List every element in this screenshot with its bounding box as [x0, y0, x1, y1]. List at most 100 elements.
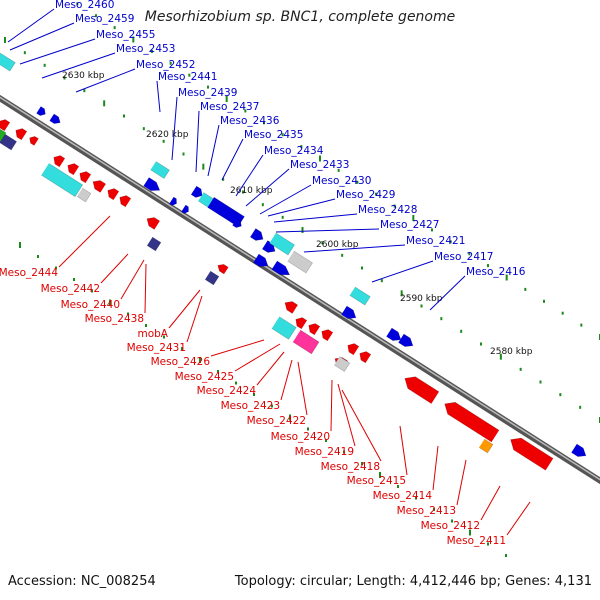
- ruler-label: 2590 kbp: [400, 294, 443, 304]
- tick-mark: [375, 192, 377, 196]
- gene-feature-outline: [146, 236, 162, 252]
- forward-gene-label: Meso_2417: [434, 251, 493, 263]
- gene-feature-outline: [292, 329, 320, 355]
- gene-feature-outline: [107, 188, 120, 201]
- tick-mark: [505, 554, 507, 557]
- reverse-gene-label: Meso_2414: [373, 490, 433, 502]
- gene-feature: [146, 236, 162, 252]
- reverse-label-leader: [337, 383, 356, 447]
- gene-feature-outline: [250, 228, 264, 241]
- forward-label-leader: [207, 124, 220, 177]
- reverse-label-leader: [234, 343, 281, 372]
- gene-feature-outline: [146, 217, 160, 230]
- gene-feature: [404, 376, 440, 404]
- forward-gene-label: Meso_2428: [358, 204, 417, 216]
- gene-feature-shape: [444, 402, 500, 443]
- reverse-label-leader: [256, 351, 285, 386]
- gene-feature-outline: [334, 356, 351, 372]
- ruler-label: 2580 kbp: [490, 347, 533, 357]
- gene-feature-shape: [0, 128, 7, 142]
- tick-mark: [433, 508, 435, 511]
- gene-feature-shape: [207, 197, 245, 227]
- gene-feature-outline: [444, 401, 500, 443]
- gene-feature-shape: [15, 128, 27, 140]
- reverse-gene-label: Meso_2438: [85, 313, 144, 325]
- tick-mark: [460, 329, 463, 333]
- gene-feature-shape: [49, 113, 61, 124]
- tick-mark: [235, 381, 237, 385]
- gene-feature-shape: [308, 323, 320, 335]
- gene-feature: [207, 197, 245, 228]
- forward-label-leader: [371, 260, 434, 283]
- gene-feature-shape: [169, 197, 177, 206]
- forward-label-leader: [7, 8, 55, 43]
- tick-mark: [325, 439, 327, 442]
- gene-feature: [169, 196, 177, 206]
- reverse-gene-label: Meso_2444: [0, 267, 58, 279]
- gene-feature-shape: [398, 334, 413, 347]
- reverse-gene-label: Meso_2423: [221, 400, 280, 412]
- gene-feature-outline: [53, 155, 66, 168]
- gene-feature-shape: [77, 188, 91, 202]
- forward-gene-label: Meso_2437: [200, 101, 259, 113]
- reverse-gene-label: Meso_2440: [61, 299, 120, 311]
- reverse-gene-label: Meso_2411: [447, 535, 506, 547]
- gene-feature-outline: [271, 260, 291, 276]
- gene-feature-shape: [53, 155, 65, 167]
- gene-feature-shape: [29, 136, 39, 146]
- tick-mark: [289, 414, 291, 421]
- tick-mark: [505, 274, 508, 281]
- gene-feature: [359, 351, 372, 364]
- gene-feature-outline: [341, 305, 357, 319]
- backbone-highlight: [0, 96, 600, 481]
- forward-gene-label: Meso_2455: [96, 29, 155, 41]
- tick-mark: [4, 37, 6, 43]
- tick-mark: [169, 61, 172, 65]
- forward-label-leader: [156, 80, 161, 113]
- gene-feature-outline: [0, 119, 11, 132]
- gene-feature-outline: [119, 195, 132, 208]
- gene-feature: [478, 438, 494, 454]
- tick-mark: [95, 14, 97, 18]
- gene-feature-outline: [349, 286, 371, 306]
- gene-feature-outline: [79, 171, 92, 184]
- forward-gene-label: Meso_2460: [55, 0, 114, 11]
- gene-feature: [53, 155, 66, 168]
- forward-label-leader: [171, 96, 178, 161]
- gene-feature-shape: [0, 134, 17, 150]
- tick-mark: [281, 133, 284, 137]
- ruler-label: 2630 kbp: [62, 71, 105, 81]
- tick-mark: [380, 279, 383, 283]
- tick-mark: [188, 73, 191, 77]
- forward-gene-label: Meso_2433: [290, 159, 349, 171]
- forward-label-leader: [245, 168, 290, 207]
- gene-feature-shape: [217, 264, 229, 275]
- reverse-gene-label: mobA: [137, 328, 168, 340]
- gene-feature-shape: [147, 237, 161, 251]
- gene-feature-shape: [386, 328, 401, 341]
- gene-feature: [41, 163, 84, 198]
- tick-mark: [321, 241, 324, 245]
- reverse-label-leader: [280, 359, 293, 401]
- reverse-gene-label: Meso_2415: [347, 475, 406, 487]
- gene-feature-shape: [198, 192, 214, 208]
- forward-label-leader: [259, 184, 312, 215]
- tick-mark: [400, 290, 403, 297]
- gene-feature-outline: [0, 128, 7, 142]
- tick-marks: [4, 2, 600, 557]
- tick-mark: [91, 289, 93, 293]
- gene-feature: [271, 316, 297, 340]
- forward-label-leader: [267, 198, 336, 217]
- gene-feature-shape: [271, 260, 290, 275]
- tick-mark: [23, 51, 26, 55]
- gene-feature-outline: [0, 52, 16, 72]
- gene-feature: [287, 250, 313, 274]
- gene-feature-shape: [271, 316, 297, 340]
- reverse-label-leader: [186, 295, 203, 343]
- gene-feature: [29, 136, 39, 146]
- tick-mark: [499, 353, 502, 360]
- gene-feature-shape: [79, 171, 91, 183]
- tick-mark: [361, 266, 363, 270]
- tick-mark: [163, 335, 165, 339]
